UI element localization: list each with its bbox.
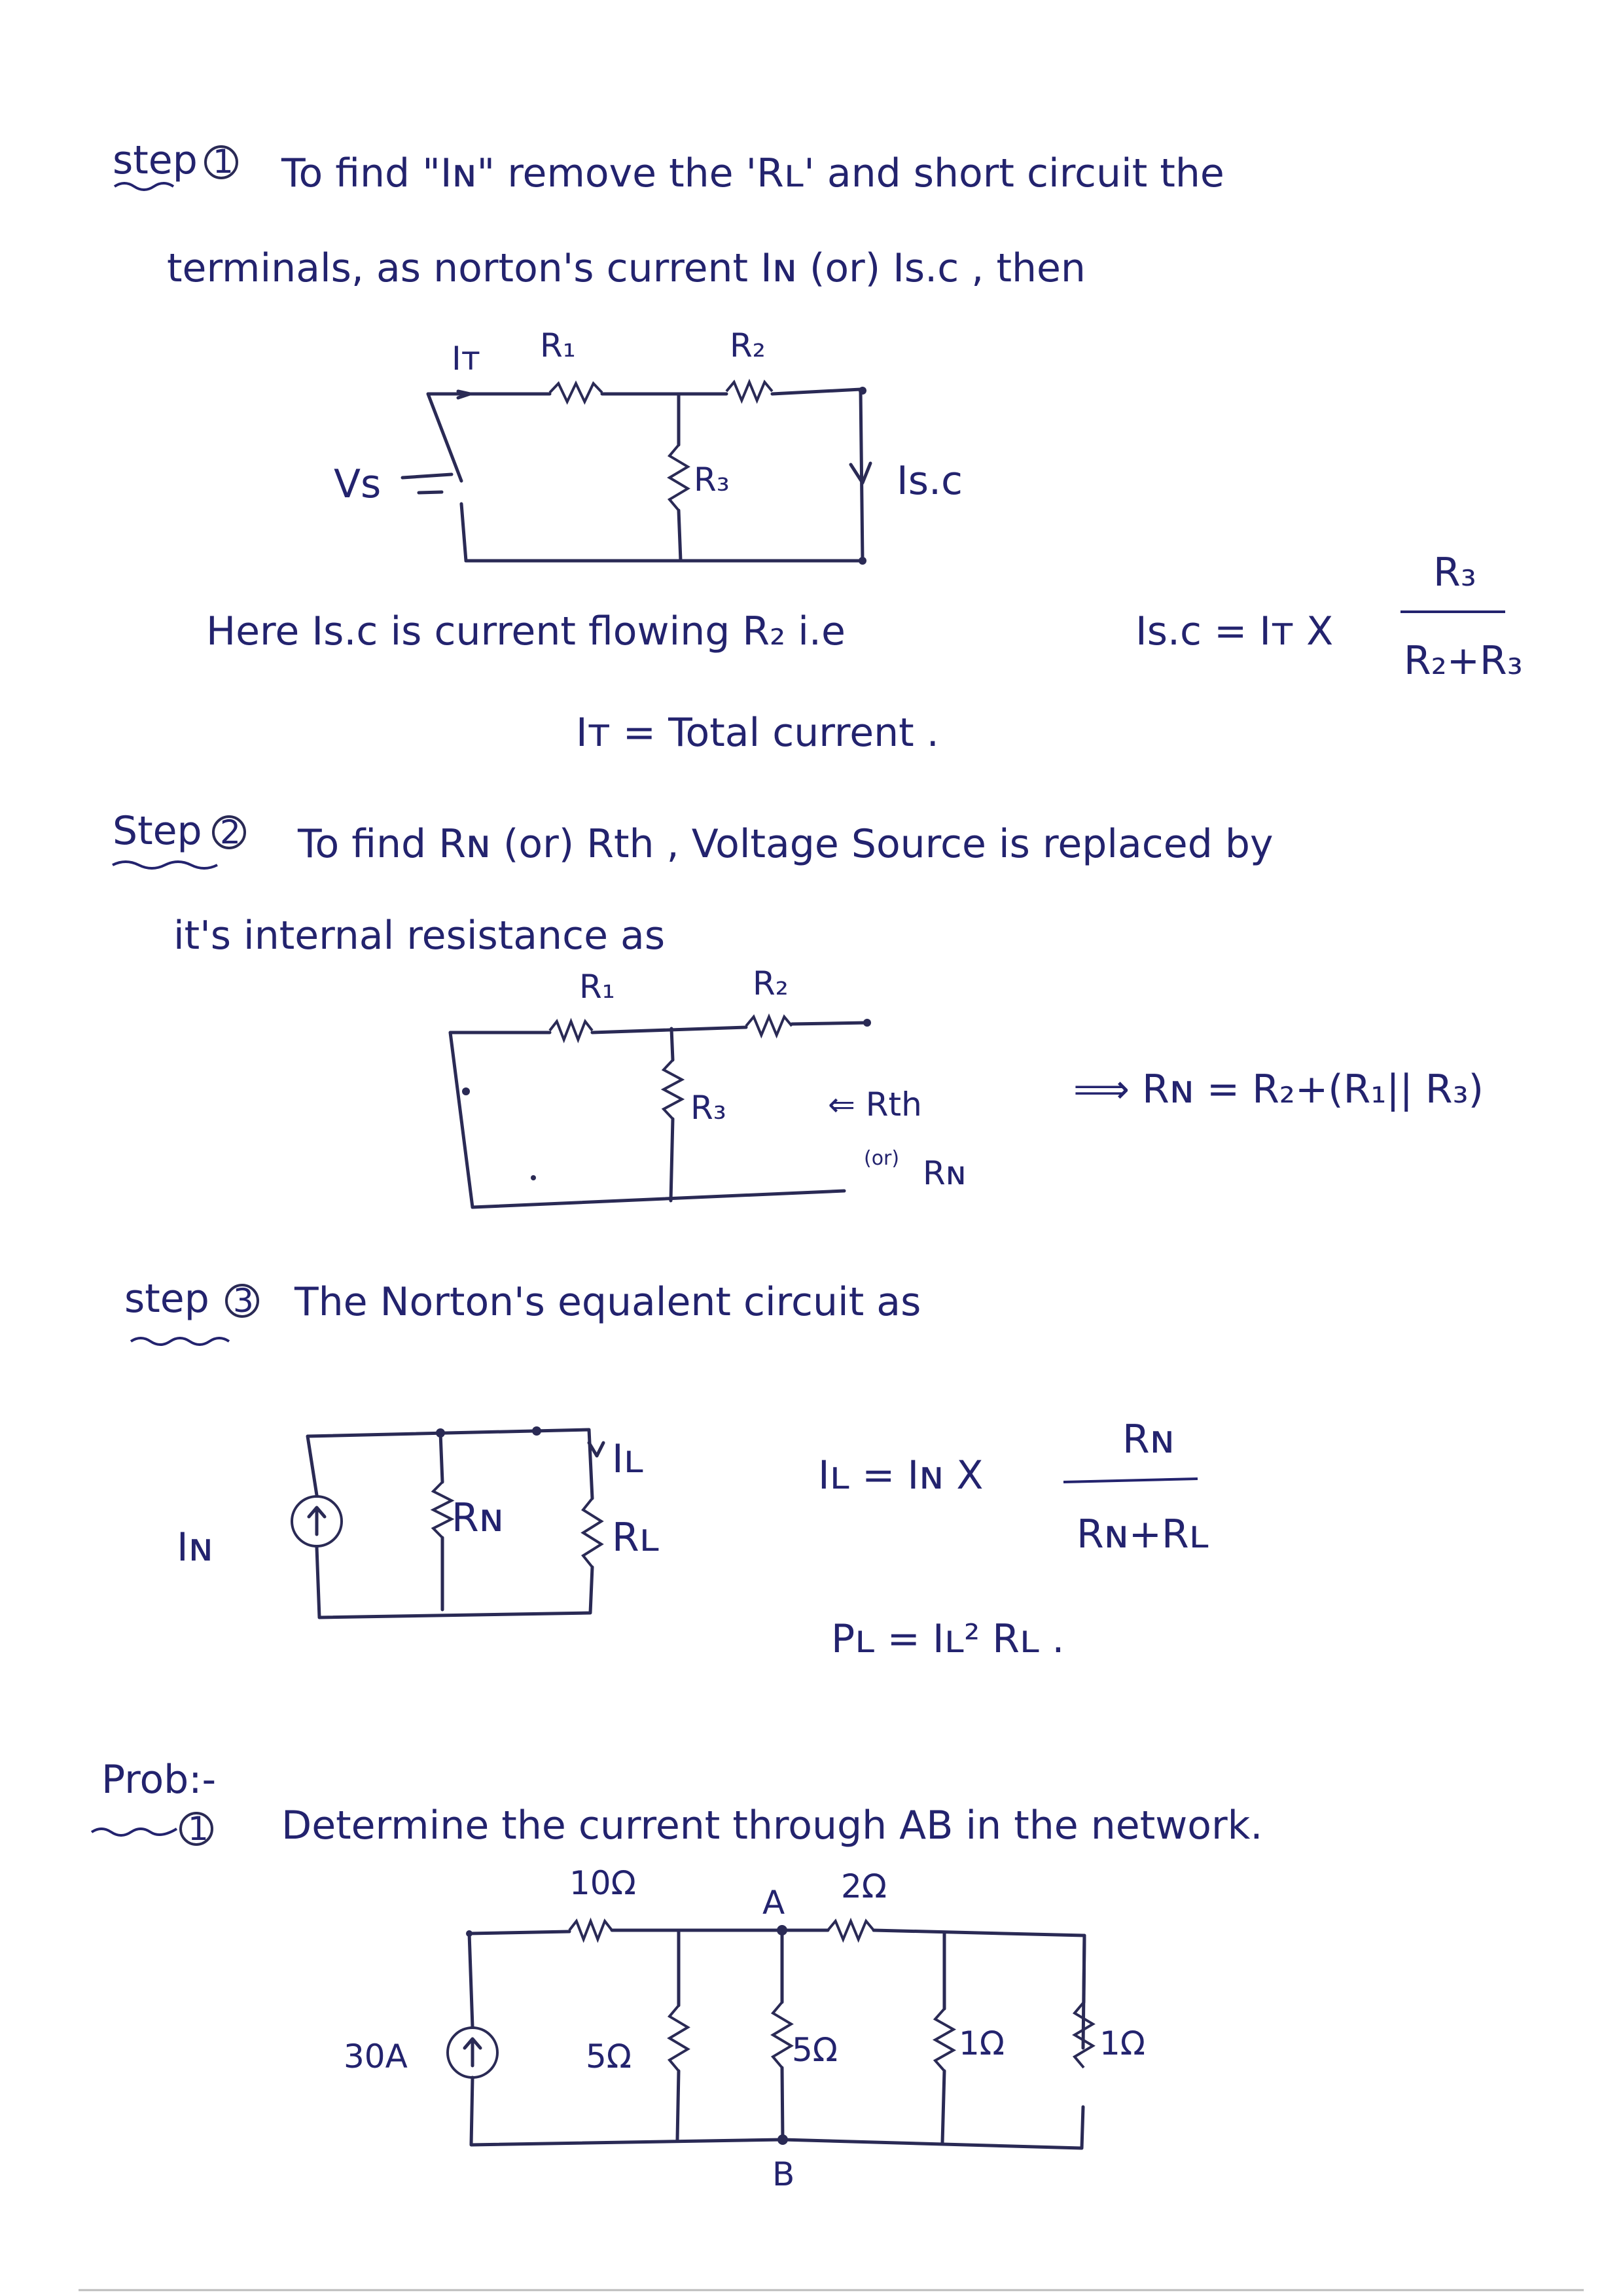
resistor-icon xyxy=(667,2004,690,2072)
rn-formula: ⟹ Rɴ = R₂+(R₁|| R₃) xyxy=(1073,1067,1484,1112)
label-r2: R₂ xyxy=(730,327,766,364)
resistor-icon xyxy=(1072,2001,1096,2069)
label-r1: R₁ xyxy=(579,968,615,1006)
label-il: Iʟ xyxy=(612,1436,643,1482)
node-a-label: A xyxy=(762,1884,785,1922)
il-formula-denominator: Rɴ+Rʟ xyxy=(1077,1511,1209,1557)
label-in: Iɴ xyxy=(177,1525,213,1570)
label-rn: Rɴ xyxy=(923,1154,966,1192)
label-vs: Vs xyxy=(334,461,381,507)
isc-formula-numerator: R₃ xyxy=(1433,550,1476,595)
label-rn: Rɴ xyxy=(452,1495,504,1541)
current-arrow-icon xyxy=(849,461,872,485)
label-10-ohm: 10Ω xyxy=(569,1864,636,1902)
label-r3: R₃ xyxy=(690,1089,726,1127)
resistor-icon xyxy=(580,1497,604,1568)
pl-formula: Pʟ = Iʟ² Rʟ . xyxy=(831,1616,1064,1662)
resistor-icon xyxy=(827,1917,875,1943)
norton-equivalent-diagram: Iɴ Rɴ Iʟ Rʟ xyxy=(177,1426,659,1619)
step2-heading: Step 2 xyxy=(112,808,246,870)
resistor-icon xyxy=(660,1059,685,1120)
resistor-icon xyxy=(667,444,690,512)
problem-network-diagram: 10Ω 2Ω A B 30A 5Ω 5Ω 1Ω 1Ω xyxy=(344,1864,1145,2193)
step2-number: 2 xyxy=(220,813,241,851)
current-arrow-icon xyxy=(456,389,472,400)
label-isc: Is.c xyxy=(897,458,963,504)
step2-label: Step xyxy=(113,808,202,854)
step3-label: step xyxy=(124,1276,209,1322)
label-it: Iᴛ xyxy=(452,340,480,378)
resistor-icon xyxy=(548,380,603,405)
step2-line2: it's internal resistance as xyxy=(173,913,665,959)
step3-number: 3 xyxy=(233,1282,254,1320)
step1-number: 1 xyxy=(213,143,234,181)
label-1-ohm: 1Ω xyxy=(959,2024,1005,2062)
current-source-icon xyxy=(291,1495,343,1547)
label-5-ohm-ab: 5Ω xyxy=(792,2031,838,2069)
short-circuit-diagram: Iᴛ R₁ R₂ R₃ Vs Is.c xyxy=(334,327,963,565)
problem-number: 1 xyxy=(188,1810,209,1848)
resistor-icon xyxy=(932,2007,957,2072)
resistor-icon xyxy=(548,1017,594,1044)
step2-line1: To find Rɴ (or) Rth , Voltage Source is … xyxy=(297,821,1273,867)
label-1-ohm: 1Ω xyxy=(1099,2024,1145,2062)
resistor-icon xyxy=(568,1917,613,1943)
step3-line1: The Norton's equalent circuit as xyxy=(294,1279,921,1325)
here-line: Here Is.c is current flowing R₂ i.e xyxy=(206,609,846,654)
isc-formula-denominator: R₂+R₃ xyxy=(1404,638,1523,684)
label-or: (or) xyxy=(864,1147,899,1170)
label-30a: 30A xyxy=(344,2038,408,2075)
label-rth: ⇐ Rth xyxy=(828,1086,922,1123)
label-5-ohm: 5Ω xyxy=(586,2038,632,2075)
label-r3: R₃ xyxy=(694,461,730,499)
step1-label: step xyxy=(113,137,198,183)
label-r1: R₁ xyxy=(540,327,576,364)
resistor-icon xyxy=(725,378,774,404)
step1-line2: terminals, as norton's current Iɴ (or) I… xyxy=(167,245,1086,291)
step1-heading: step 1 xyxy=(113,137,238,191)
rth-diagram: R₁ R₂ R₃ ⇐ Rth (or) Rɴ xyxy=(448,964,966,1209)
label-rl: Rʟ xyxy=(612,1515,659,1561)
resistor-icon xyxy=(770,2001,794,2069)
resistor-icon xyxy=(430,1481,455,1539)
fraction-bar xyxy=(1063,1477,1198,1483)
node-b-label: B xyxy=(772,2155,794,2193)
total-current-line: Iᴛ = Total current . xyxy=(576,710,939,756)
label-2-ohm: 2Ω xyxy=(841,1867,887,1905)
current-source-icon xyxy=(446,2026,499,2079)
problem-statement: Determine the current through AB in the … xyxy=(281,1803,1263,1848)
resistor-icon xyxy=(745,1013,793,1039)
isc-formula-lhs: Is.c = Iᴛ X xyxy=(1135,609,1333,654)
step-number-circle xyxy=(204,145,238,179)
il-formula-numerator: Rɴ xyxy=(1122,1417,1175,1462)
step1-line1: To find "Iɴ" remove the 'Rʟ' and short c… xyxy=(281,150,1224,196)
underline xyxy=(113,182,175,191)
problem-label: Prob:- xyxy=(101,1757,216,1803)
il-formula-lhs: Iʟ = Iɴ X xyxy=(818,1453,983,1498)
label-r2: R₂ xyxy=(753,964,789,1002)
step3-heading: step 3 xyxy=(124,1276,259,1346)
